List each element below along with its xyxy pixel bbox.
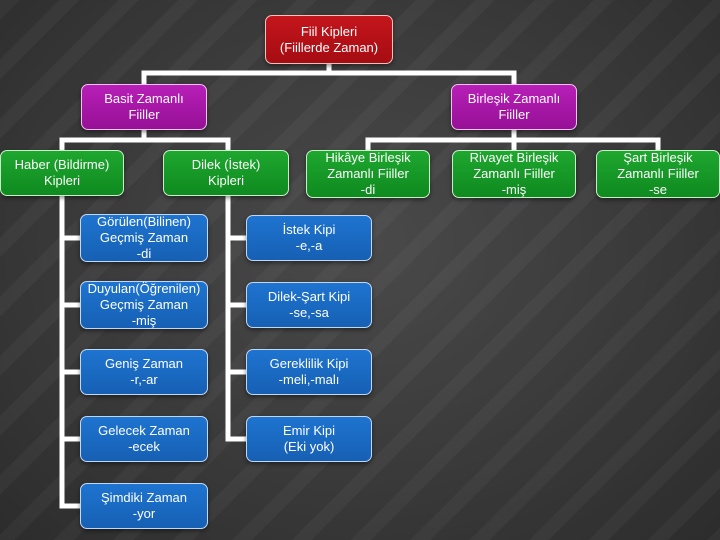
gereklilik-kipi-node: Gereklilik Kipi -meli,-malı — [246, 349, 372, 395]
node-label: Basit Zamanlı — [104, 91, 184, 106]
haber-kipleri-node: Haber (Bildirme) Kipleri — [0, 150, 124, 196]
node-label: -miş — [501, 182, 527, 197]
node-label: Duyulan(Öğrenilen) — [87, 281, 201, 296]
genis-zaman-node: Geniş Zaman -r,-ar — [80, 349, 208, 395]
node-label: -di — [360, 182, 376, 197]
node-label: Haber (Bildirme) — [14, 157, 110, 172]
node-label: Fiiller — [128, 107, 160, 122]
node-label: Zamanlı Fiiller — [473, 166, 555, 181]
node-label: -r,-ar — [130, 372, 158, 387]
node-label: Fiil Kipleri — [300, 23, 358, 39]
node-label: Gereklilik Kipi — [269, 356, 349, 371]
node-label: -di — [136, 246, 152, 261]
node-label: Şart Birleşik — [623, 150, 693, 165]
node-label: Dilek (İstek) — [191, 157, 261, 172]
node-label: Dilek-Şart Kipi — [267, 289, 351, 304]
duyulan-gecmis-zaman-node: Duyulan(Öğrenilen) Geçmiş Zaman -miş — [80, 281, 208, 329]
node-label: -e,-a — [295, 238, 323, 253]
node-label: Zamanlı Fiiller — [617, 166, 699, 181]
node-label: Rivayet Birleşik — [469, 150, 559, 165]
dilek-kipleri-node: Dilek (İstek) Kipleri — [163, 150, 289, 196]
node-label: -yor — [132, 506, 156, 521]
gelecek-zaman-node: Gelecek Zaman -ecek — [80, 416, 208, 462]
istek-kipi-node: İstek Kipi -e,-a — [246, 215, 372, 261]
node-label: -miş — [131, 313, 157, 328]
node-label: (Eki yok) — [283, 439, 335, 454]
node-label: Gelecek Zaman — [98, 423, 190, 438]
rivayet-birlesik-node: Rivayet Birleşik Zamanlı Fiiller -miş — [452, 150, 576, 198]
node-label: Birleşik Zamanlı — [467, 91, 561, 106]
hikaye-birlesik-node: Hikâye Birleşik Zamanlı Fiiller -di — [306, 150, 430, 198]
node-label: -meli,-malı — [278, 372, 340, 387]
basit-zamanli-node: Basit Zamanlı Fiiller — [81, 84, 207, 130]
node-label: -se,-sa — [289, 305, 329, 320]
node-label: Şimdiki Zaman — [101, 490, 187, 505]
node-label: Emir Kipi — [282, 423, 335, 438]
node-label: Geçmiş Zaman — [99, 230, 189, 245]
node-label: -ecek — [128, 439, 160, 454]
node-label: Geniş Zaman — [104, 356, 184, 371]
node-label: Geçmiş Zaman — [99, 297, 189, 312]
emir-kipi-node: Emir Kipi (Eki yok) — [246, 416, 372, 462]
node-label: Görülen(Bilinen) — [97, 214, 191, 229]
sart-birlesik-node: Şart Birleşik Zamanlı Fiiller -se — [596, 150, 720, 198]
node-label: Hikâye Birleşik — [325, 150, 411, 165]
node-label: İstek Kipi — [282, 222, 336, 237]
node-label: (Fiillerde Zaman) — [279, 39, 379, 55]
node-label: Kipleri — [43, 173, 81, 188]
node-label: Zamanlı Fiiller — [327, 166, 409, 181]
dilek-sart-kipi-node: Dilek-Şart Kipi -se,-sa — [246, 282, 372, 328]
gorulen-gecmis-zaman-node: Görülen(Bilinen) Geçmiş Zaman -di — [80, 214, 208, 262]
root-node: Fiil Kipleri (Fiillerde Zaman) — [265, 15, 393, 64]
node-label: Kipleri — [207, 173, 245, 188]
node-label: -se — [648, 182, 668, 197]
simdiki-zaman-node: Şimdiki Zaman -yor — [80, 483, 208, 529]
node-label: Fiiller — [498, 107, 530, 122]
birlesik-zamanli-node: Birleşik Zamanlı Fiiller — [451, 84, 577, 130]
